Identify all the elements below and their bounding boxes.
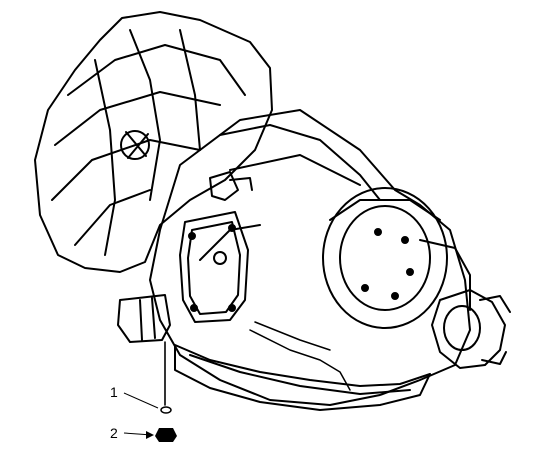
mount-bracket (117, 294, 171, 343)
washer-icon (160, 406, 172, 414)
oil-pan (174, 344, 431, 411)
bell-housing (34, 11, 273, 273)
nut-icon (155, 428, 177, 442)
callout-label-1: 1 (110, 384, 118, 400)
valve-cover (179, 211, 249, 323)
main-case (149, 109, 471, 406)
output-yoke (431, 289, 506, 369)
transmission-assembly-icon (34, 11, 511, 411)
callout-leader-1 (123, 392, 159, 409)
callout-label-2: 2 (110, 425, 118, 441)
